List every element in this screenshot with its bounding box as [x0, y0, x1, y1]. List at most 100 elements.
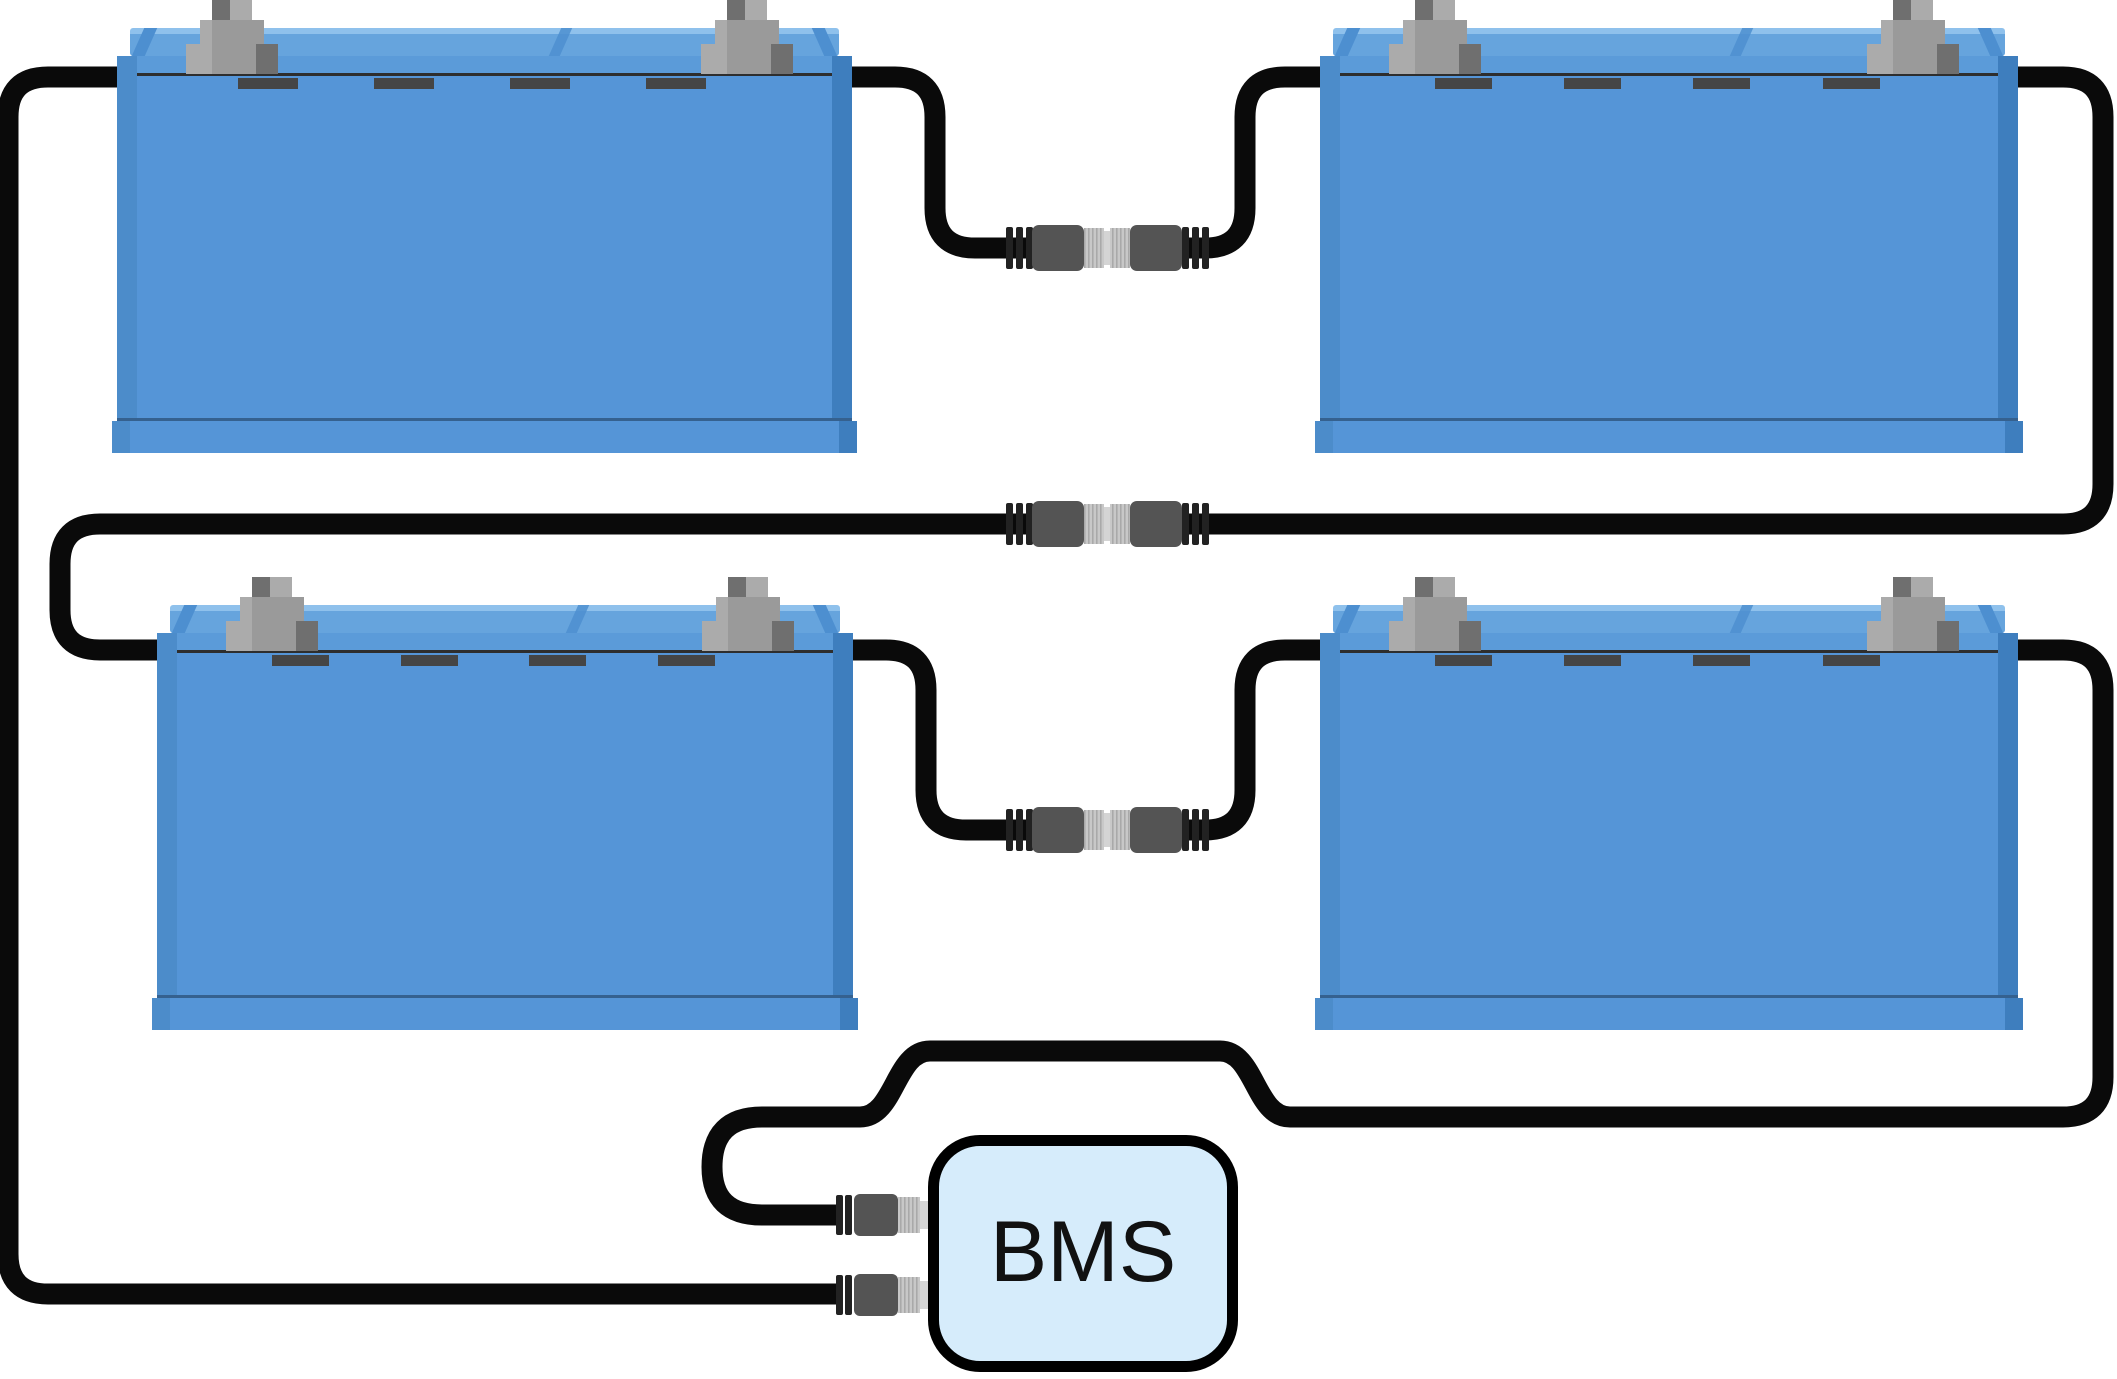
inline-connector-3	[1006, 807, 1209, 853]
vent-slot-3	[510, 78, 570, 89]
terminal-base-tier	[1389, 44, 1481, 74]
lid-seam-2	[565, 605, 590, 633]
terminal-base-tier	[186, 44, 278, 74]
terminal-base-tier	[1389, 621, 1481, 651]
battery-top-right	[1315, 0, 2023, 453]
terminal-mid-tier	[240, 597, 304, 621]
cable-battery1-to-bms-bottom	[0, 66, 838, 1305]
terminal-mid-tier	[1403, 20, 1467, 44]
battery-base-line	[117, 418, 852, 421]
bms-plug-bottom	[836, 1274, 930, 1316]
battery-rim	[1320, 56, 2018, 73]
battery-face	[1320, 653, 2018, 995]
bms-plug-top	[836, 1194, 930, 1236]
terminal-cube	[212, 0, 252, 20]
battery-edge-right	[833, 633, 853, 995]
terminal-mid-tier	[1881, 597, 1945, 621]
battery-face	[1320, 76, 2018, 418]
bms-box: BMS	[928, 1135, 1238, 1372]
battery-face	[157, 653, 853, 995]
battery-edge-left	[157, 633, 177, 995]
vent-slot-4	[1823, 78, 1880, 89]
battery-separator-line	[157, 650, 853, 653]
inline-connector-2	[1006, 501, 1209, 547]
vent-slot-2	[401, 655, 458, 666]
terminal-mid-tier	[1881, 20, 1945, 44]
lid-seam-2	[548, 28, 573, 56]
vent-slot-4	[658, 655, 715, 666]
battery-terminal-right	[1867, 0, 1959, 74]
terminal-cube	[1893, 0, 1933, 20]
battery-base	[112, 421, 857, 453]
battery-rim	[1320, 633, 2018, 650]
inline-connector-1	[1006, 225, 1209, 271]
battery-rim	[157, 633, 853, 650]
terminal-base-tier	[701, 44, 793, 74]
lid-seam-2	[1729, 605, 1754, 633]
terminal-mid-tier	[200, 20, 264, 44]
terminal-cube	[727, 0, 767, 20]
vent-slot-1	[238, 78, 298, 89]
vent-slot-2	[1564, 655, 1621, 666]
vent-slot-1	[1435, 78, 1492, 89]
battery-base-line	[1320, 995, 2018, 998]
battery-separator-line	[1320, 73, 2018, 76]
battery-edge-right	[832, 56, 852, 418]
battery-base	[152, 998, 858, 1030]
terminal-base-tier	[226, 621, 318, 651]
lid-chamfer-left	[171, 605, 198, 633]
terminal-cube	[1415, 0, 1455, 20]
terminal-cube	[252, 577, 292, 597]
lid-chamfer-right	[812, 605, 839, 633]
lid-seam-2	[1729, 28, 1754, 56]
battery-terminal-left	[186, 0, 278, 74]
terminal-cube	[1415, 577, 1455, 597]
battery-top-left	[112, 0, 857, 453]
battery-edge-left	[117, 56, 137, 418]
terminal-base-tier	[702, 621, 794, 651]
battery-terminal-left	[226, 577, 318, 651]
vent-slot-3	[1693, 655, 1750, 666]
terminal-mid-tier	[1403, 597, 1467, 621]
battery-bottom-left	[152, 577, 858, 1030]
battery-separator-line	[117, 73, 852, 76]
terminal-cube	[1893, 577, 1933, 597]
cable-battery4-to-bms-top	[701, 639, 2114, 1226]
vent-slot-3	[529, 655, 586, 666]
battery-terminal-right	[1867, 577, 1959, 651]
bms-label: BMS	[989, 1203, 1177, 1300]
battery-base-line	[157, 995, 853, 998]
battery-edge-right	[1998, 633, 2018, 995]
battery-base-line	[1320, 418, 2018, 421]
vent-slot-1	[272, 655, 329, 666]
battery-face	[117, 76, 852, 418]
terminal-base-tier	[1867, 621, 1959, 651]
terminal-mid-tier	[715, 20, 779, 44]
terminal-base-tier	[1867, 44, 1959, 74]
vent-slot-4	[1823, 655, 1880, 666]
battery-terminal-left	[1389, 0, 1481, 74]
battery-edge-right	[1998, 56, 2018, 418]
battery-terminal-right	[701, 0, 793, 74]
battery-base	[1315, 998, 2023, 1030]
battery-base	[1315, 421, 2023, 453]
battery-separator-line	[1320, 650, 2018, 653]
terminal-cube	[728, 577, 768, 597]
vent-slot-2	[374, 78, 434, 89]
battery-terminal-right	[702, 577, 794, 651]
vent-slot-3	[1693, 78, 1750, 89]
vent-slot-4	[646, 78, 706, 89]
lid-chamfer-left	[1334, 605, 1361, 633]
lid-chamfer-left	[131, 28, 158, 56]
vent-slot-1	[1435, 655, 1492, 666]
lid-chamfer-right	[811, 28, 838, 56]
battery-edge-left	[1320, 56, 1340, 418]
battery-edge-left	[1320, 633, 1340, 995]
lid-chamfer-right	[1977, 605, 2004, 633]
lid-chamfer-right	[1977, 28, 2004, 56]
terminal-mid-tier	[716, 597, 780, 621]
battery-rim	[117, 56, 852, 73]
